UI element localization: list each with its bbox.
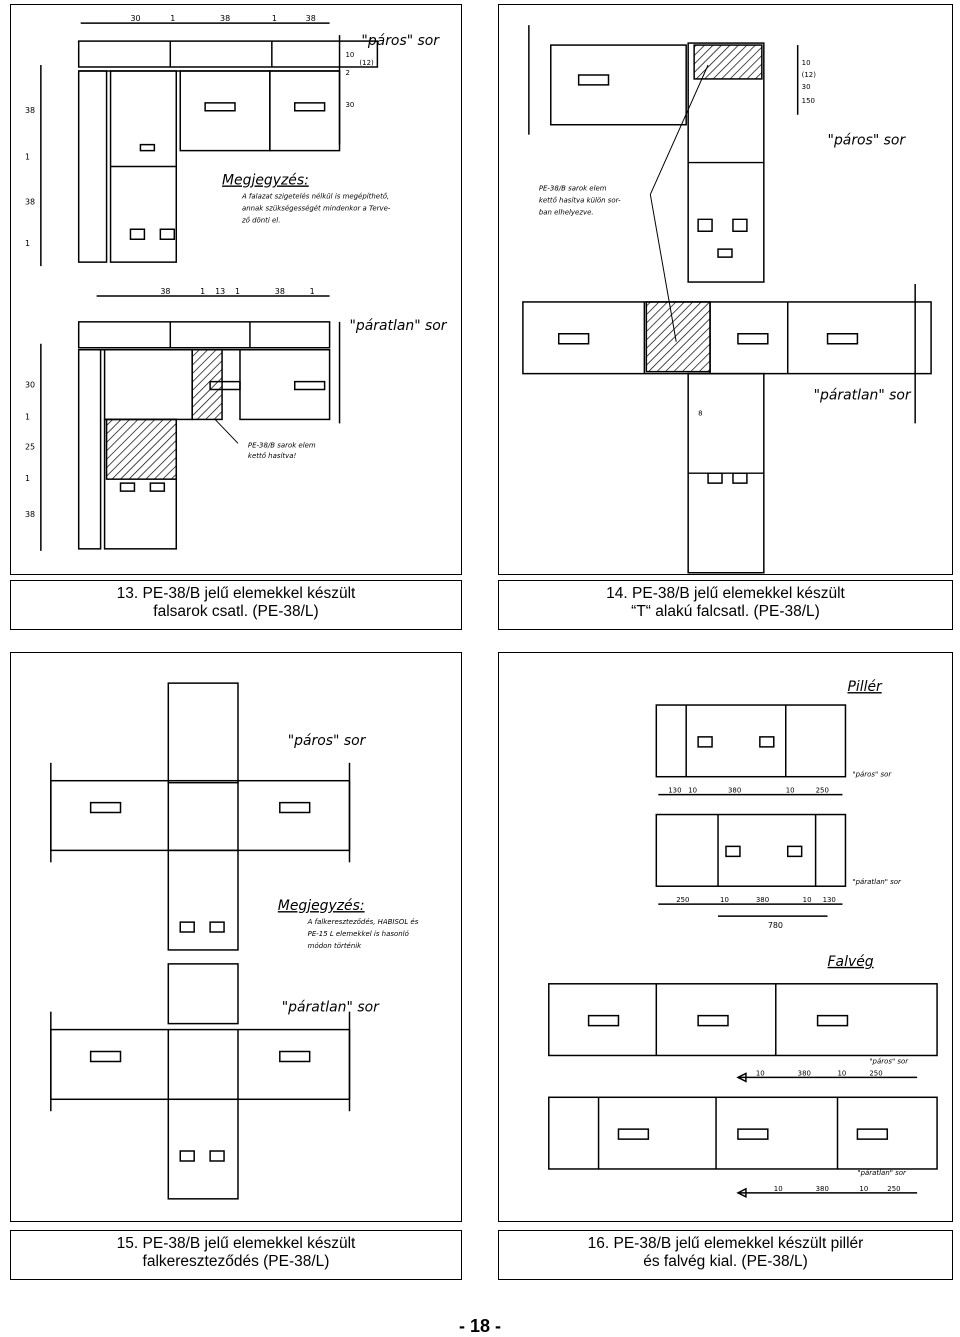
- fig15-row-even: "páros" sor: [288, 733, 367, 749]
- figure-16-drawing: Pillér Falvég "páros" sor "páratlan" sor…: [498, 652, 953, 1222]
- fig16-end-odd-380: 380: [816, 1185, 829, 1193]
- fig14-row-odd: "páratlan" sor: [814, 388, 912, 404]
- figure-13-drawing: 30 1 38 1 38 38 1 13 1 38 1 38 1 38 1 30…: [10, 4, 462, 575]
- fig16-p-even-10b: 10: [786, 787, 795, 795]
- fig16-p-even-380: 380: [728, 787, 741, 795]
- figure-16-caption: 16. PE-38/B jelű elemekkel készült pillé…: [498, 1230, 953, 1280]
- fig13-side-1: 1: [25, 153, 30, 162]
- figure-15-caption: 15. PE-38/B jelű elemekkel készült falke…: [10, 1230, 462, 1280]
- fig16-end-odd-10b: 10: [859, 1185, 868, 1193]
- fig13-note-line1: A falazat szigetelés nélkül is megépíthe…: [241, 191, 389, 200]
- fig16-total-780: 780: [768, 921, 783, 930]
- fig16-row-odd: "páratlan" sor: [852, 878, 902, 886]
- figure-13-svg: 30 1 38 1 38 38 1 13 1 38 1 38 1 38 1 30…: [25, 14, 448, 551]
- fig16-p-even-130: 130: [668, 787, 681, 795]
- fig15-row-odd: "páratlan" sor: [282, 1000, 380, 1016]
- fig13-note-title: Megjegyzés:: [222, 172, 309, 188]
- fig13-dim-38b: 38: [306, 14, 316, 23]
- fig13-odd-dim-38b: 38: [275, 287, 285, 296]
- fig14-callout-line1: PE-38/B sarok elem: [539, 184, 607, 192]
- fig13-odd-dim-13: 13: [215, 287, 225, 296]
- fig14-dim-8: 8: [698, 409, 702, 417]
- figure-16-caption-line1: 16. PE-38/B jelű elemekkel készült pillé…: [587, 1235, 864, 1252]
- figure-15-caption-line1: 15. PE-38/B jelű elemekkel készült: [116, 1235, 356, 1252]
- fig13-callout-line2: kettő hasítva!: [248, 451, 297, 460]
- fig16-p-even-10: 10: [688, 787, 697, 795]
- fig15-note-line3: módon történik: [308, 942, 362, 950]
- fig16-wall-end-label: Falvég: [828, 954, 874, 970]
- fig16-end-row-even: "páros" sor: [869, 1057, 909, 1065]
- fig16-p-odd-10b: 10: [803, 896, 812, 904]
- fig13-callout-line1: PE-38/B sarok elem: [248, 441, 316, 449]
- figure-16-svg: Pillér Falvég "páros" sor "páratlan" sor…: [548, 679, 938, 1199]
- fig14-dim-150: 150: [802, 97, 815, 105]
- fig16-end-even-380: 380: [798, 1069, 811, 1077]
- fig14-callout-line3: ban elhelyezve.: [539, 208, 594, 216]
- figure-15-drawing: "páros" sor "páratlan" sor Megjegyzés: A…: [10, 652, 462, 1222]
- figure-13-caption: 13. PE-38/B jelű elemekkel készült falsa…: [10, 580, 462, 630]
- fig13-side-38c: 38: [25, 510, 35, 519]
- figure-13-caption-line1: 13. PE-38/B jelű elemekkel készült: [116, 585, 356, 602]
- fig13-odd-dim-1c: 1: [310, 287, 315, 296]
- figure-16-caption-line2: és falvég kial. (PE-38/L): [643, 1253, 808, 1270]
- fig14-dim-12: (12): [802, 71, 817, 79]
- fig13-dim-30: 30: [130, 14, 140, 23]
- fig16-p-odd-380: 380: [756, 896, 769, 904]
- fig16-end-odd-10: 10: [774, 1185, 783, 1193]
- fig13-dim-38a: 38: [220, 14, 230, 23]
- fig16-end-row-odd: "páratlan" sor: [857, 1169, 907, 1177]
- page-number: - 18 -: [458, 1316, 501, 1336]
- fig16-end-odd-250: 250: [887, 1185, 900, 1193]
- fig13-side-1d: 1: [25, 474, 30, 483]
- fig15-note-title: Megjegyzés:: [278, 898, 365, 914]
- fig13-dim-2: 2: [346, 69, 350, 77]
- fig16-p-even-250: 250: [816, 787, 829, 795]
- fig14-dim-30: 30: [802, 83, 811, 91]
- fig13-dim-1: 1: [170, 14, 175, 23]
- fig13-row-odd: "páratlan" sor: [349, 318, 447, 334]
- fig16-pillar-label: Pillér: [847, 679, 883, 695]
- fig16-end-even-10: 10: [756, 1069, 765, 1077]
- figure-14-drawing: "páros" sor "páratlan" sor PE-38/B sarok…: [498, 4, 953, 575]
- fig13-dim-1b: 1: [272, 14, 277, 23]
- fig13-odd-dim-1b: 1: [235, 287, 240, 296]
- fig13-row-even: "páros" sor: [361, 33, 440, 49]
- fig13-dim-10: 10: [346, 51, 355, 59]
- fig13-dim-12: (12): [359, 59, 374, 67]
- fig16-p-odd-10: 10: [720, 896, 729, 904]
- fig16-p-odd-130: 130: [823, 896, 836, 904]
- fig14-dim-10: 10: [802, 59, 811, 67]
- fig15-note-line1: A falkereszteződés, HABISOL és: [307, 917, 419, 926]
- fig13-note-line3: ző dönti el.: [241, 215, 280, 224]
- fig14-callout-line2: kettő hasítva külön sor-: [539, 195, 621, 204]
- fig16-end-even-250: 250: [869, 1069, 882, 1077]
- figure-14-caption-line1: 14. PE-38/B jelű elemekkel készült: [606, 585, 845, 602]
- figure-14-caption-line2: “T“ alakú falcsatl. (PE-38/L): [631, 603, 820, 620]
- fig13-note-line2: annak szükségességét mindenkor a Terve-: [242, 204, 391, 212]
- fig13-side-38b: 38: [25, 197, 35, 206]
- fig13-side-25: 25: [25, 442, 35, 451]
- figure-15-svg: "páros" sor "páratlan" sor Megjegyzés: A…: [50, 682, 419, 1200]
- fig13-side-1b: 1: [25, 239, 30, 248]
- figure-14-svg: "páros" sor "páratlan" sor PE-38/B sarok…: [522, 25, 932, 574]
- figure-15-caption-line2: falkereszteződés (PE-38/L): [142, 1253, 330, 1270]
- fig13-side-38: 38: [25, 106, 35, 115]
- fig16-end-even-10b: 10: [838, 1069, 847, 1077]
- fig16-p-odd-250: 250: [676, 896, 689, 904]
- fig13-odd-dim-38: 38: [160, 287, 170, 296]
- fig13-dim-30b: 30: [346, 101, 355, 109]
- fig16-row-even: "páros" sor: [852, 771, 892, 779]
- fig13-side-30: 30: [25, 381, 35, 390]
- fig13-side-1c: 1: [25, 412, 30, 421]
- fig13-odd-dim-1: 1: [200, 287, 205, 296]
- figure-13-caption-line2: falsarok csatl. (PE-38/L): [153, 603, 319, 620]
- fig15-note-line2: PE-15 L elemekkel is hasonló: [308, 930, 410, 938]
- figure-14-caption: 14. PE-38/B jelű elemekkel készült “T“ a…: [498, 580, 953, 630]
- fig14-row-even: "páros" sor: [828, 133, 907, 149]
